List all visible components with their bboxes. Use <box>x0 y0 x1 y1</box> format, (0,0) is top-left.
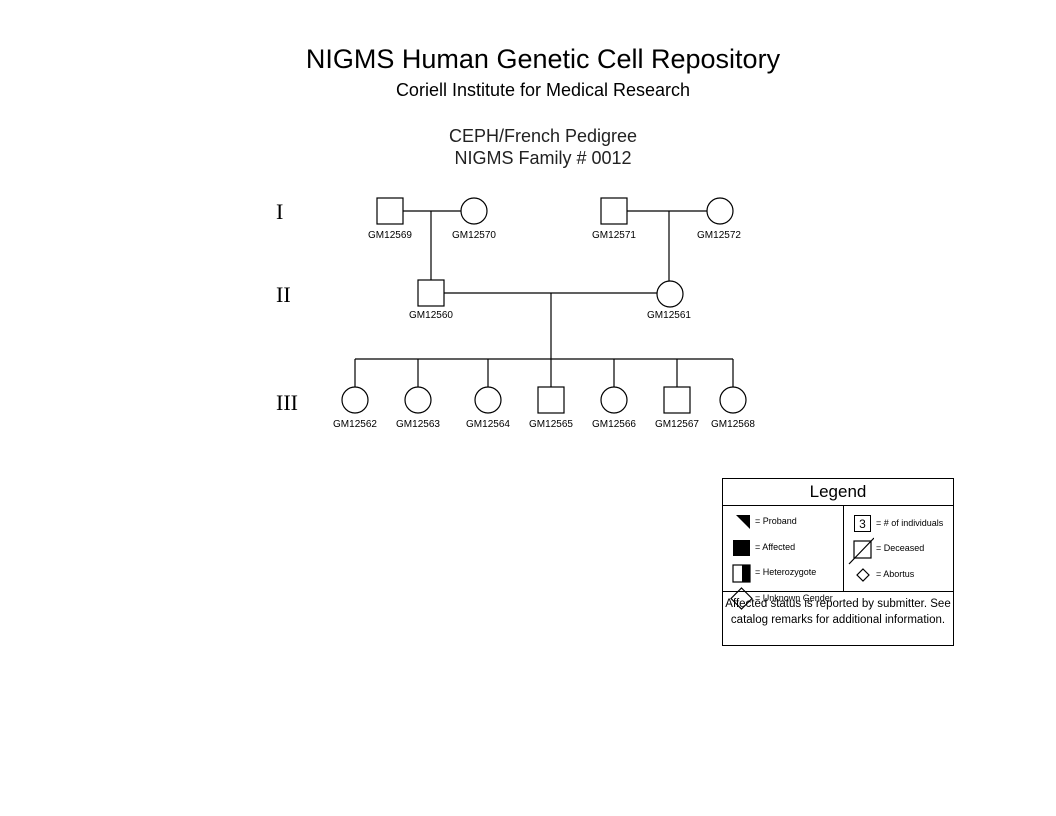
individual-id-label: GM12572 <box>697 230 741 241</box>
male-symbol <box>417 279 445 307</box>
generation-label-2: II <box>276 282 291 307</box>
legend-divider <box>843 506 844 591</box>
individual-id-label: GM12561 <box>647 310 691 321</box>
legend-note-box: Affected status is reported by submitter… <box>723 591 953 646</box>
legend-box: Legend = Proband = Affected = Heterozygo… <box>722 478 954 646</box>
male-symbol <box>376 197 404 225</box>
male-symbol <box>600 197 628 225</box>
individual-id-label: GM12570 <box>452 230 496 241</box>
page-subtitle: Coriell Institute for Medical Research <box>395 80 691 100</box>
heterozygote-icon <box>732 564 751 583</box>
deceased-icon <box>848 537 874 565</box>
individual-id-label: GM12565 <box>529 419 573 430</box>
legend-deceased-label: = Deceased <box>876 543 925 553</box>
individual-id-label: GM12563 <box>396 419 440 430</box>
female-symbol <box>404 386 432 414</box>
male-symbol <box>663 386 691 414</box>
legend-heterozygote-label: = Heterozygote <box>755 567 817 577</box>
affected-icon <box>733 540 750 556</box>
generation-label-1: I <box>276 199 284 224</box>
abortus-icon <box>856 568 870 582</box>
individuals-count-icon: 3 <box>854 515 871 532</box>
legend-abortus-label: = Abortus <box>876 569 915 579</box>
individual-id-label: GM12568 <box>711 419 755 430</box>
legend-note-line-2: catalog remarks for additional informati… <box>730 614 946 626</box>
legend-proband-label: = Proband <box>755 516 797 526</box>
female-symbol <box>656 280 684 308</box>
legend-title: Legend <box>723 479 953 506</box>
individual-id-label: GM12567 <box>655 419 699 430</box>
proband-icon <box>736 515 750 529</box>
unknown-gender-icon <box>730 587 753 610</box>
female-symbol <box>600 386 628 414</box>
individual-id-label: GM12564 <box>466 419 510 430</box>
legend-affected-label: = Affected <box>755 542 796 552</box>
pedigree-family-number: NIGMS Family # 0012 <box>454 148 632 168</box>
individual-id-label: GM12562 <box>333 419 377 430</box>
individual-id-label: GM12571 <box>592 230 636 241</box>
male-symbol <box>537 386 565 414</box>
female-symbol <box>474 386 502 414</box>
individual-id-label: GM12569 <box>368 230 412 241</box>
legend-note-line-1: Affected status is reported by submitter… <box>725 598 951 610</box>
individual-id-label: GM12566 <box>592 419 636 430</box>
female-symbol <box>460 197 488 225</box>
page-title: NIGMS Human Genetic Cell Repository <box>305 44 781 74</box>
pedigree-title: CEPH/French Pedigree <box>448 126 638 146</box>
generation-label-3: III <box>276 390 298 415</box>
legend-individuals-label: = # of individuals <box>876 518 944 528</box>
individual-id-label: GM12560 <box>409 310 453 321</box>
female-symbol <box>706 197 734 225</box>
female-symbol <box>341 386 369 414</box>
legend-unknown-gender-label: = Unknown Gender <box>755 593 833 603</box>
female-symbol <box>719 386 747 414</box>
